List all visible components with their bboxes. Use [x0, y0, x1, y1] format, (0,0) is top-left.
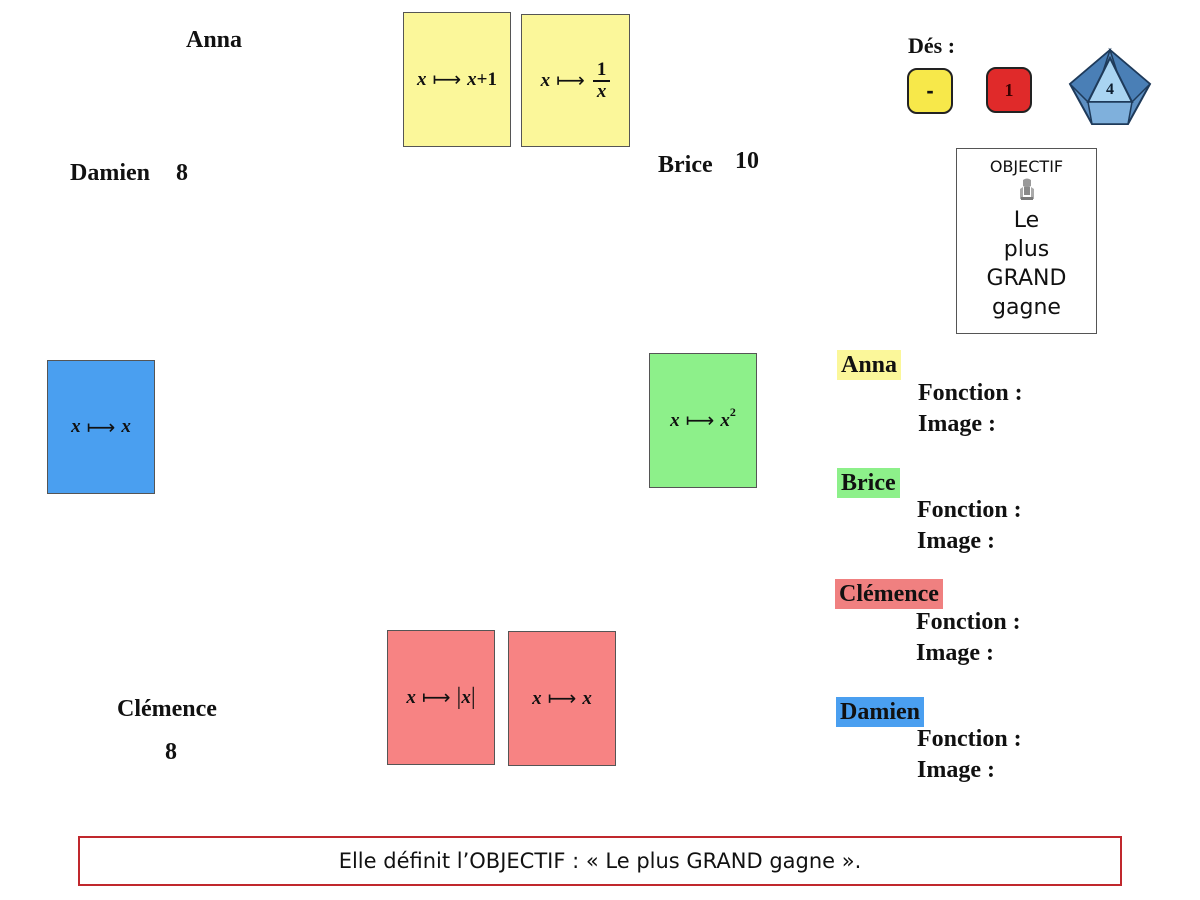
objective-line: gagne [992, 295, 1061, 320]
card-var: x [417, 68, 427, 90]
pharaoh-icon [957, 176, 1096, 202]
octahedron-die-svg: 4 [1068, 47, 1152, 125]
player-score-damien: 8 [176, 160, 188, 186]
maps-to-arrow: ⟼ [685, 410, 715, 432]
objective-text: Le plus GRAND gagne [957, 206, 1096, 322]
player-name-brice: Brice [658, 152, 713, 178]
scoreboard-tag-brice: Brice [837, 468, 900, 498]
fraction-denominator: x [596, 80, 607, 102]
scoreboard-image-damien: Image : [917, 757, 995, 783]
card-var: x [670, 409, 680, 431]
maps-to-arrow: ⟼ [547, 688, 577, 710]
card-exponent: 2 [729, 405, 736, 419]
card-var: x [406, 686, 416, 708]
scoreboard-tag-clemence: Clémence [835, 579, 943, 609]
abs-bar-right: | [470, 684, 476, 710]
dice-label: Dés : [908, 33, 956, 58]
objective-line: Le [1013, 208, 1040, 233]
card-var: x [532, 687, 542, 709]
objective-label: OBJECTIF [989, 157, 1064, 176]
card-rhs-op: +1 [476, 68, 497, 90]
card-rhs-var: x [720, 409, 730, 431]
card-rhs-var: x [582, 687, 592, 709]
maps-to-arrow: ⟼ [556, 70, 585, 92]
player-score-clemence: 8 [165, 739, 177, 765]
card-clemence-identity[interactable]: x ⟼ x [508, 631, 616, 766]
card-rhs-var: x [461, 686, 471, 708]
scoreboard-fonction-anna: Fonction : [918, 380, 1023, 406]
caption-text: Elle définit l’OBJECTIF : « Le plus GRAN… [338, 849, 862, 873]
scoreboard-fonction-clemence: Fonction : [916, 609, 1021, 635]
card-var: x [71, 416, 81, 437]
scoreboard-fonction-brice: Fonction : [917, 497, 1022, 523]
objective-line: GRAND [986, 266, 1067, 291]
scoreboard-image-anna: Image : [918, 411, 996, 437]
player-score-brice: 10 [735, 148, 759, 174]
card-anna-x-plus-1[interactable]: x ⟼ x +1 [403, 12, 511, 147]
red-die[interactable]: 1 [986, 67, 1032, 113]
red-die-face: 1 [1004, 79, 1014, 100]
d8-face: 4 [1106, 81, 1114, 98]
scoreboard-image-clemence: Image : [916, 640, 994, 666]
card-damien-identity[interactable]: x ⟼ x [47, 360, 155, 494]
player-name-anna: Anna [186, 27, 243, 53]
card-clemence-abs[interactable]: x ⟼ | x | [387, 630, 495, 765]
objective-line: plus [1003, 237, 1050, 262]
player-name-clemence: Clémence [117, 696, 217, 722]
scoreboard-image-brice: Image : [917, 528, 995, 554]
scoreboard-tag-damien: Damien [836, 697, 924, 727]
maps-to-arrow: ⟼ [421, 687, 451, 709]
pharaoh-svg [1019, 178, 1034, 200]
card-var: x [540, 69, 551, 91]
yellow-die-face: - [926, 78, 934, 103]
scoreboard-fonction-damien: Fonction : [917, 726, 1022, 752]
card-rhs-var: x [467, 68, 477, 90]
fraction: 1 x [592, 59, 611, 102]
abs-bar-left: | [456, 684, 462, 710]
player-name-damien: Damien [70, 160, 150, 186]
card-rhs-var: x [121, 416, 131, 437]
card-brice-square[interactable]: x ⟼ x 2 [649, 353, 757, 488]
caption-banner: Elle définit l’OBJECTIF : « Le plus GRAN… [78, 836, 1122, 886]
maps-to-arrow: ⟼ [86, 416, 116, 439]
fraction-numerator: 1 [592, 59, 611, 82]
objective-card: OBJECTIF Le plus GRAND gagne [956, 148, 1097, 334]
card-anna-inverse[interactable]: x ⟼ 1 x [521, 14, 630, 147]
maps-to-arrow: ⟼ [432, 69, 462, 91]
scoreboard-tag-anna: Anna [837, 350, 902, 380]
octahedron-die-icon[interactable]: 4 [1066, 46, 1154, 128]
yellow-die[interactable]: - [907, 68, 953, 114]
